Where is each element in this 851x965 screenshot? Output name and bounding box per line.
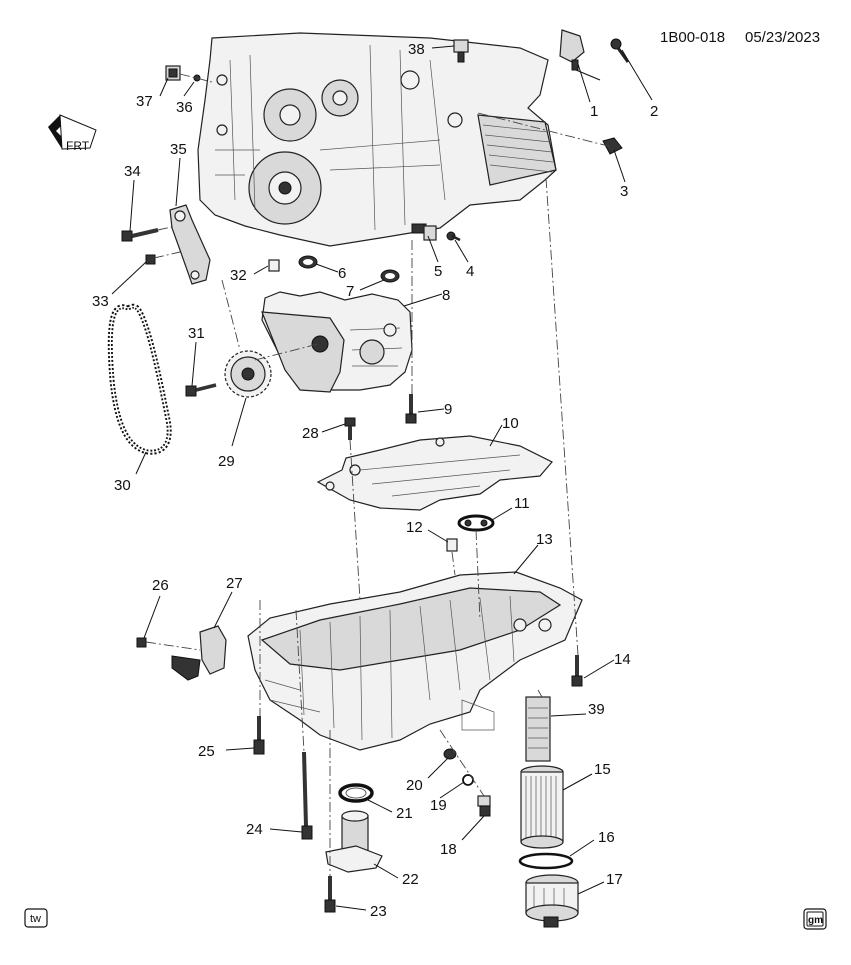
callout-32: 32 (230, 267, 247, 284)
callout-29: 29 (218, 453, 235, 470)
svg-text:gm: gm (808, 915, 823, 926)
callout-10: 10 (502, 415, 519, 432)
callout-22: 22 (402, 871, 419, 888)
seal-6 (298, 255, 318, 269)
seal-21 (338, 783, 374, 803)
bolt-37 (165, 65, 181, 81)
oil-cooler (477, 114, 557, 186)
assembly-centerlines (221, 112, 613, 876)
oil-pump-8 (261, 291, 413, 393)
callout-27: 27 (226, 575, 243, 592)
diagram-date: 05/23/2023 (745, 29, 820, 46)
filter-standpipe-39 (525, 696, 551, 762)
oil-pan-baffle-10 (316, 435, 553, 511)
callout-36: 36 (176, 99, 193, 116)
drain-plug-seal-20 (443, 748, 457, 760)
drain-plug-18 (477, 795, 491, 817)
bolt-9 (405, 394, 417, 424)
dowel-32 (268, 259, 280, 272)
bolt-36 (179, 73, 213, 83)
callout-leaders (111, 45, 653, 911)
callout-15: 15 (594, 761, 611, 778)
callout-39: 39 (588, 701, 605, 718)
callout-13: 13 (536, 531, 553, 548)
callout-1: 1 (590, 103, 598, 120)
callout-7: 7 (346, 283, 354, 300)
callout-25: 25 (198, 743, 215, 760)
callout-8: 8 (442, 287, 450, 304)
bolt-33 (145, 251, 181, 265)
callout-28: 28 (302, 425, 319, 442)
callout-9: 9 (444, 401, 452, 418)
bolt-31 (185, 383, 217, 397)
callout-12: 12 (406, 519, 423, 536)
bolt-2 (610, 38, 630, 63)
callout-5: 5 (434, 263, 442, 280)
callout-26: 26 (152, 577, 169, 594)
callout-17: 17 (606, 871, 623, 888)
callout-38: 38 (408, 41, 425, 58)
sensor-38 (453, 39, 469, 63)
sensor-5 (411, 223, 437, 241)
sensor-3 (602, 137, 623, 155)
dowel-12 (446, 538, 458, 552)
callout-30: 30 (114, 477, 131, 494)
callout-21: 21 (396, 805, 413, 822)
seal-7 (380, 269, 400, 283)
callout-37: 37 (136, 93, 153, 110)
sensor-1 (559, 29, 601, 81)
callout-23: 23 (370, 903, 387, 920)
callout-6: 6 (338, 265, 346, 282)
bolt-14 (571, 655, 583, 687)
oil-level-sensor-27 (171, 625, 227, 681)
engine-block (197, 32, 557, 247)
callout-19: 19 (430, 797, 447, 814)
oil-pump-sprocket-29 (224, 350, 272, 398)
oil-filter-cap-17 (525, 874, 579, 928)
callout-14: 14 (614, 651, 631, 668)
tw-badge: tw (24, 908, 48, 928)
callout-24: 24 (246, 821, 263, 838)
callout-11: 11 (514, 495, 530, 512)
front-direction-label: FRT (66, 139, 90, 153)
chain-tensioner-guide-35 (169, 204, 211, 285)
bolt-34 (121, 225, 177, 242)
oil-filter-15 (520, 765, 564, 849)
bolt-23 (324, 876, 336, 913)
bolt-28 (344, 417, 356, 440)
gm-logo-badge: gm (803, 908, 827, 930)
bolt-24 (301, 751, 313, 840)
timing-chain-30 (107, 303, 172, 455)
oil-filter-adapter-22 (325, 810, 383, 873)
svg-text:tw: tw (30, 913, 41, 925)
diagram-code: 1B00-018 (660, 29, 725, 46)
callout-2: 2 (650, 103, 658, 120)
callout-33: 33 (92, 293, 109, 310)
bolt-25 (253, 716, 265, 755)
callout-4: 4 (466, 263, 474, 280)
oil-pan-13 (247, 571, 583, 751)
callout-35: 35 (170, 141, 187, 158)
callout-18: 18 (440, 841, 457, 858)
bolt-26 (136, 637, 201, 651)
callout-16: 16 (598, 829, 615, 846)
o-ring-16 (518, 852, 574, 870)
callout-3: 3 (620, 183, 628, 200)
gasket-11 (457, 514, 495, 532)
callout-20: 20 (406, 777, 423, 794)
front-direction-arrow-icon (48, 114, 97, 150)
callout-labels: 1 2 3 4 5 6 7 8 9 10 11 12 13 14 15 16 1… (92, 41, 658, 920)
bolt-4 (446, 231, 461, 242)
callout-31: 31 (188, 325, 205, 342)
callout-34: 34 (124, 163, 141, 180)
